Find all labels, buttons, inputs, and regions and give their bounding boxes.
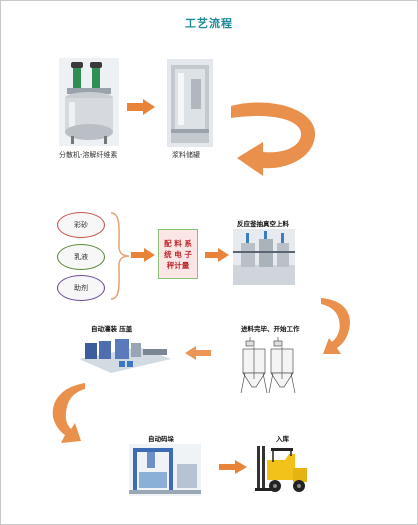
auto-stack-label: 自动码垛 bbox=[148, 435, 174, 443]
disperser-label: 分散机-溶解纤维素 bbox=[59, 151, 118, 159]
arrow-left-1 bbox=[185, 346, 211, 360]
ratio-system-box: 配 料 系 统 电 子 秤计量 bbox=[158, 229, 198, 279]
emulsion-oval: 乳液 bbox=[57, 244, 105, 270]
curved-arrow-1 bbox=[231, 102, 315, 176]
slurry-tank-image bbox=[167, 59, 213, 147]
curved-arrow-3 bbox=[52, 383, 85, 443]
reactor-label: 反应釜抽真空上料 bbox=[237, 220, 289, 228]
slurry-tank-label: 浆料储罐 bbox=[172, 151, 200, 159]
sand-oval: 彩砂 bbox=[57, 212, 105, 238]
storage-label: 入库 bbox=[276, 435, 289, 443]
forklift-image bbox=[255, 446, 307, 492]
page-title: 工艺流程 bbox=[185, 17, 233, 30]
feed-done-label: 进料完毕、开始工作 bbox=[241, 325, 300, 333]
arrow-right-3 bbox=[205, 248, 229, 262]
palletizer-image bbox=[129, 444, 201, 496]
filling-line-image bbox=[79, 339, 171, 373]
additive-oval: 助剂 bbox=[57, 275, 105, 301]
mixing-tanks-drawing bbox=[240, 337, 296, 394]
disperser-machine-image bbox=[59, 58, 119, 146]
auto-fill-label: 自动灌装 压盖 bbox=[91, 325, 133, 333]
reactor-image bbox=[233, 229, 295, 285]
brace-icon bbox=[110, 212, 130, 300]
arrow-right-1 bbox=[127, 99, 155, 115]
arrow-right-4 bbox=[219, 460, 247, 474]
curved-arrow-2 bbox=[321, 298, 350, 354]
arrow-right-2 bbox=[131, 248, 155, 262]
